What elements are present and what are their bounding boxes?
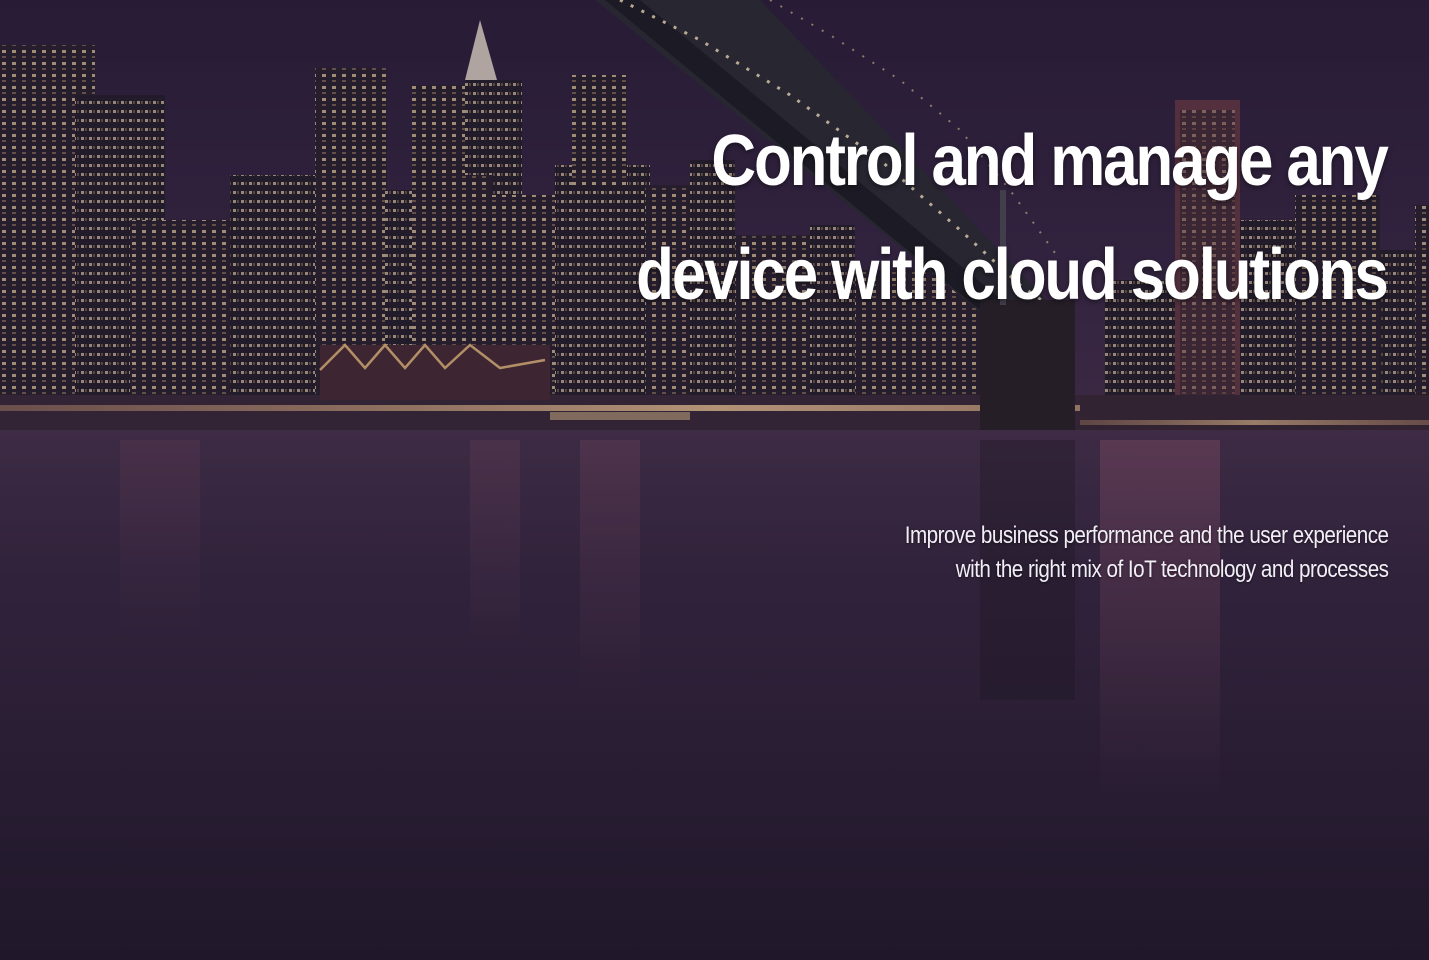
hero-headline-line-2: device with cloud solutions [636, 235, 1390, 315]
hero-subtitle: Improve business performance and the use… [826, 519, 1388, 587]
hero-headline: Control and manage any device with cloud… [514, 104, 1390, 332]
hero-subtitle-line-2: with the right mix of IoT technology and… [955, 556, 1388, 583]
hero-headline-line-1: Control and manage any [711, 121, 1389, 201]
hero-subtitle-line-1: Improve business performance and the use… [904, 522, 1388, 549]
